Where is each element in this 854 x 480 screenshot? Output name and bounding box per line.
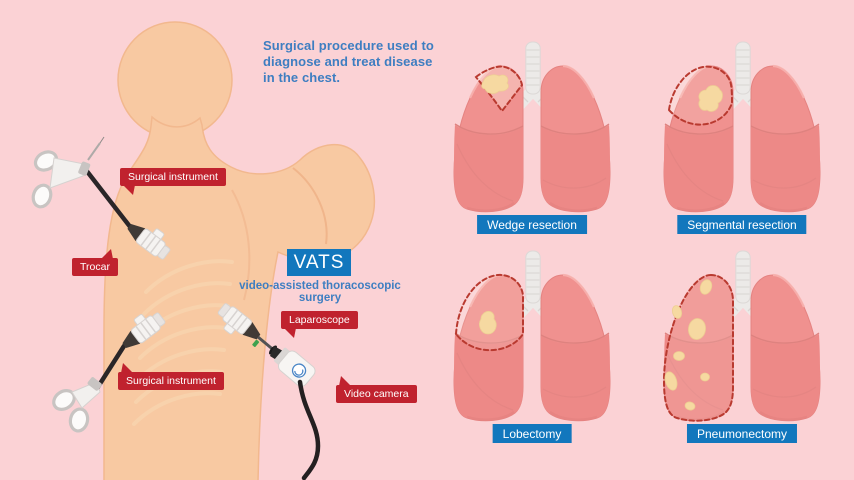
panel-segmental-resection: Segmental resection	[653, 40, 853, 240]
tumor-icon	[700, 372, 710, 382]
procedure-label-wedge-resection: Wedge resection	[477, 215, 587, 234]
tumor-icon	[688, 318, 706, 340]
callout-label: Surgical instrument	[126, 375, 216, 387]
tumor-icon	[698, 85, 723, 112]
lungs-icon	[453, 273, 611, 422]
vats-title: VATS	[287, 249, 351, 276]
surgical-instrument-top-icon	[31, 136, 134, 231]
vats-subtitle: video-assisted thoracoscopic surgery	[239, 280, 401, 304]
procedure-label-pneumonectomy: Pneumonectomy	[686, 424, 798, 443]
callout-label: Surgical instrument	[128, 171, 218, 183]
callout-pointer	[339, 376, 351, 386]
lungs-icon	[663, 64, 821, 213]
procedure-label-lobectomy: Lobectomy	[492, 424, 572, 443]
callout-label: Laparoscope	[289, 314, 350, 326]
lungs-lobectomy-illustration	[443, 249, 643, 454]
callout-surgical-instrument-bottom: Surgical instrument	[118, 363, 224, 390]
trocar-icon	[127, 223, 171, 260]
arm-crease	[292, 167, 328, 245]
callout-pointer	[121, 363, 133, 373]
callout-pointer	[100, 249, 113, 259]
description-text: Surgical procedure used to diagnose and …	[263, 38, 434, 86]
resection-outline	[662, 273, 734, 422]
callout-trocar: Trocar	[72, 249, 118, 276]
laparoscope-camera-icon	[252, 335, 321, 480]
panel-lobectomy: Lobectomy	[443, 249, 643, 449]
camera-cable	[297, 379, 321, 480]
trocar-icon	[122, 312, 166, 349]
callout-surgical-instrument-top: Surgical instrument	[120, 168, 226, 195]
panel-wedge-resection: Wedge resection	[443, 40, 643, 240]
head	[117, 21, 233, 139]
lungs-wedge-resection-illustration	[443, 40, 643, 245]
tumor-icon	[671, 305, 683, 319]
trocar-icon	[217, 303, 261, 340]
tumor-icon	[664, 371, 678, 391]
tumor-icon	[699, 279, 713, 295]
lungs-icon	[453, 64, 611, 213]
callout-pointer	[123, 185, 135, 195]
tumor-icon	[479, 311, 497, 335]
surgical-instrument-bottom-icon	[52, 343, 127, 433]
tumor-icon	[684, 401, 696, 411]
panel-pneumonectomy: Pneumonectomy	[653, 249, 853, 449]
description-line: diagnose and treat disease	[263, 54, 433, 69]
tumor-icon	[481, 74, 509, 94]
tumor-icon	[673, 351, 685, 361]
lungs-pneumonectomy-illustration	[653, 249, 853, 454]
callout-video-camera: Video camera	[336, 376, 417, 403]
description-line: in the chest.	[263, 70, 341, 85]
callout-label: Trocar	[80, 261, 110, 273]
callout-laparoscope: Laparoscope	[281, 311, 358, 338]
description-line: Surgical procedure used to	[263, 38, 434, 53]
callout-pointer	[284, 328, 296, 338]
procedure-label-segmental-resection: Segmental resection	[677, 215, 807, 234]
callout-label: Video camera	[344, 388, 409, 400]
scapula-crease	[231, 189, 251, 301]
lungs-segmental-resection-illustration	[653, 40, 853, 245]
